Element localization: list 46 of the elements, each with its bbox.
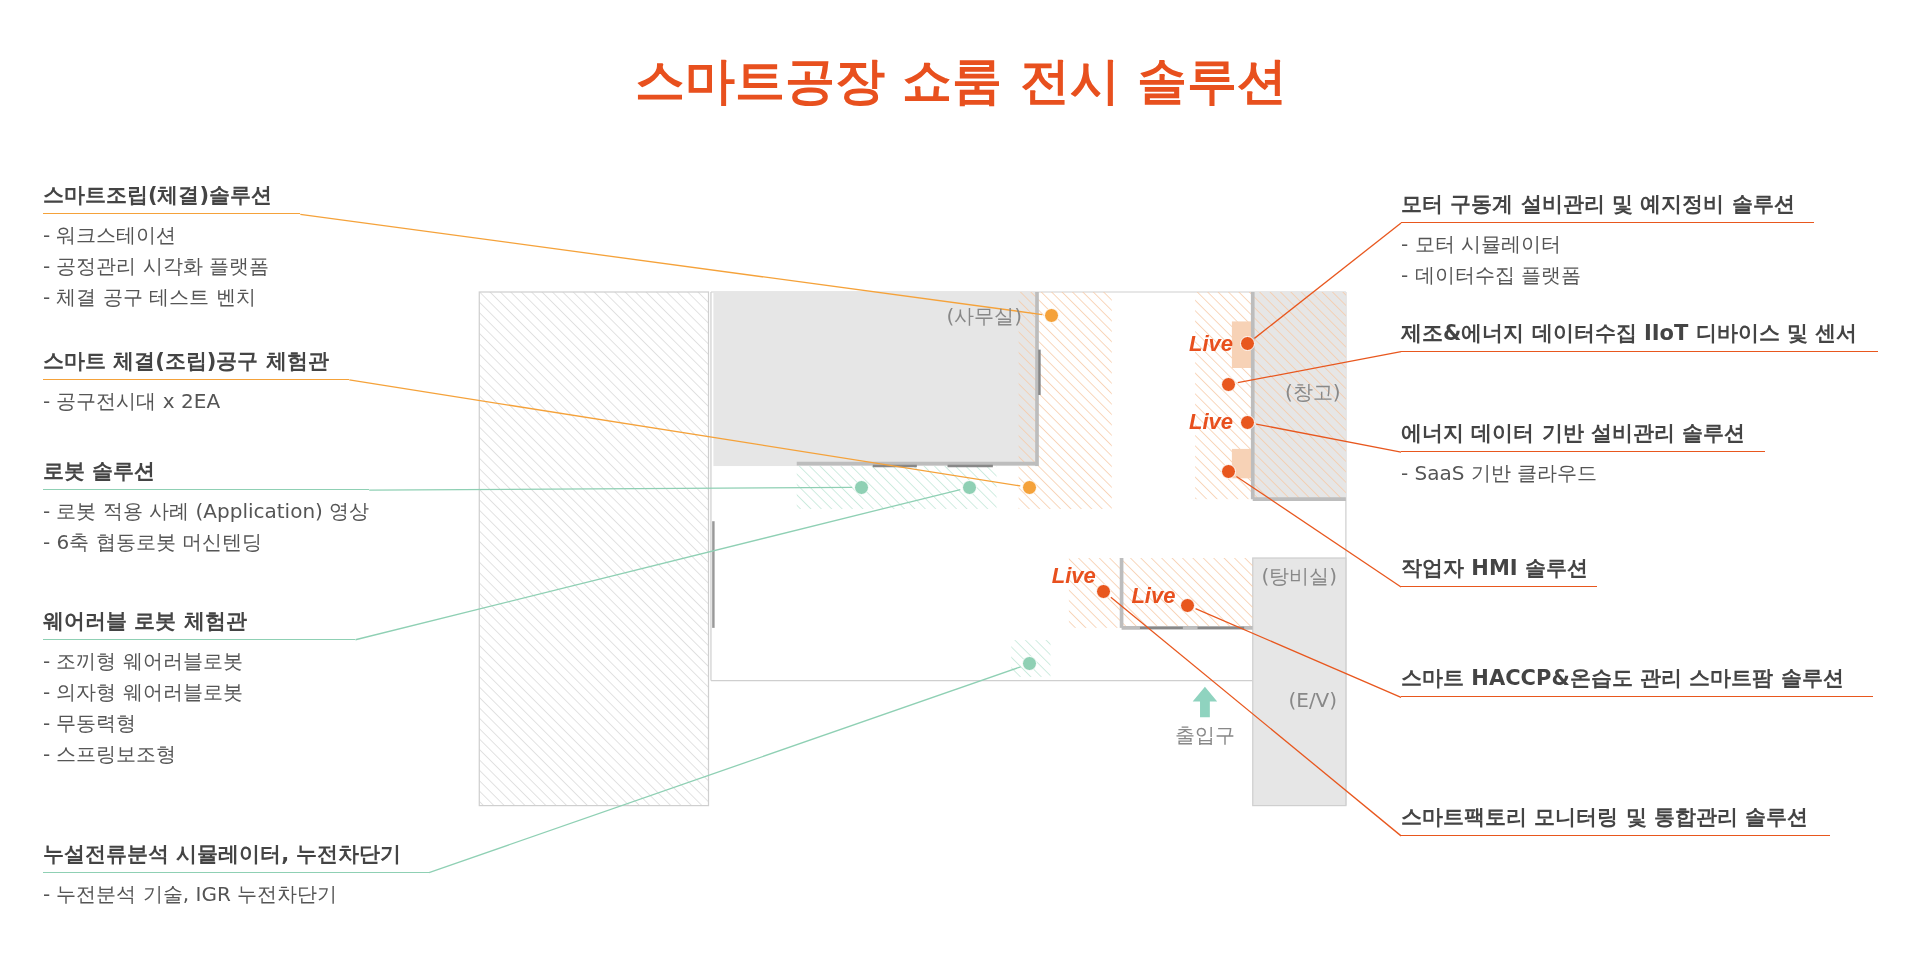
live-label: Live	[1189, 408, 1234, 435]
leader-line	[348, 379, 1021, 487]
callout-heading: 에너지 데이터 기반 설비관리 솔루션	[1401, 419, 1766, 453]
room-label: (탕비실)	[1261, 562, 1338, 590]
room-label: (사무실)	[946, 302, 1023, 330]
leader-line	[354, 488, 961, 641]
live-label: Live	[1051, 563, 1096, 590]
callout-item: - 로봇 적용 사례 (Application) 영상	[42, 498, 370, 526]
room-label: (창고)	[1285, 378, 1341, 406]
leader-line	[368, 486, 853, 491]
live-label: Live	[1189, 331, 1234, 358]
callout-heading: 작업자 HMI 솔루션	[1401, 554, 1598, 588]
callout-item: - 데이터수집 플랫폼	[1401, 262, 1582, 289]
callout-heading: 스마트 체결(조립)공구 체험관	[42, 346, 350, 380]
callout-item: - 모터 시뮬레이터	[1401, 231, 1562, 258]
callout-item: - 조끼형 웨어러블로봇	[42, 647, 244, 675]
live-label: Live	[1131, 582, 1176, 609]
title: 스마트공장 쇼룸 전시 솔루션	[633, 51, 1289, 112]
callout-item: - 무동력형	[42, 709, 138, 737]
leader-line	[1110, 596, 1402, 837]
leader-line	[1237, 351, 1402, 384]
leader-line	[299, 213, 1043, 316]
callout-item: - 의자형 웨어러블로봇	[42, 678, 244, 706]
leader-line	[428, 666, 1022, 874]
callout-heading: 스마트조립(체결)솔루션	[42, 181, 301, 215]
callout-item: - 6축 협동로봇 머신텐딩	[42, 529, 263, 557]
callout-heading: 누설전류분석 시뮬레이터, 누전차단기	[42, 839, 429, 873]
leader-line	[1194, 607, 1402, 698]
room-label: (E/V)	[1288, 687, 1338, 712]
callout-heading: 웨어러블 로봇 체험관	[42, 606, 356, 640]
leader-line	[1255, 423, 1402, 453]
callout-heading: 모터 구동계 설비관리 및 예지정비 솔루션	[1401, 190, 1815, 223]
callout-item: - 공정관리 시각화 플랫폼	[42, 253, 271, 281]
callout-heading: 로봇 솔루션	[42, 457, 370, 491]
callout-item: - 스프링보조형	[42, 740, 178, 768]
callout-heading: 스마트 HACCP&온습도 관리 스마트팜 솔루션	[1401, 664, 1873, 698]
entrance-label: 출입구	[1174, 721, 1235, 749]
leader-line	[1235, 475, 1402, 588]
callout-item: - SaaS 기반 클라우드	[1401, 460, 1599, 488]
leader-line	[1253, 222, 1402, 339]
callout-item: - 공구전시대 x 2EA	[42, 387, 222, 415]
callout-item: - 누전분석 기술, IGR 누전차단기	[42, 880, 339, 908]
callout-heading: 제조&에너지 데이터수집 IIoT 디바이스 및 센서	[1401, 318, 1878, 352]
callout-item: - 워크스테이션	[42, 222, 178, 250]
callout-heading: 스마트팩토리 모니터링 및 통합관리 솔루션	[1401, 802, 1831, 836]
callout-item: - 체결 공구 테스트 벤치	[42, 284, 257, 312]
